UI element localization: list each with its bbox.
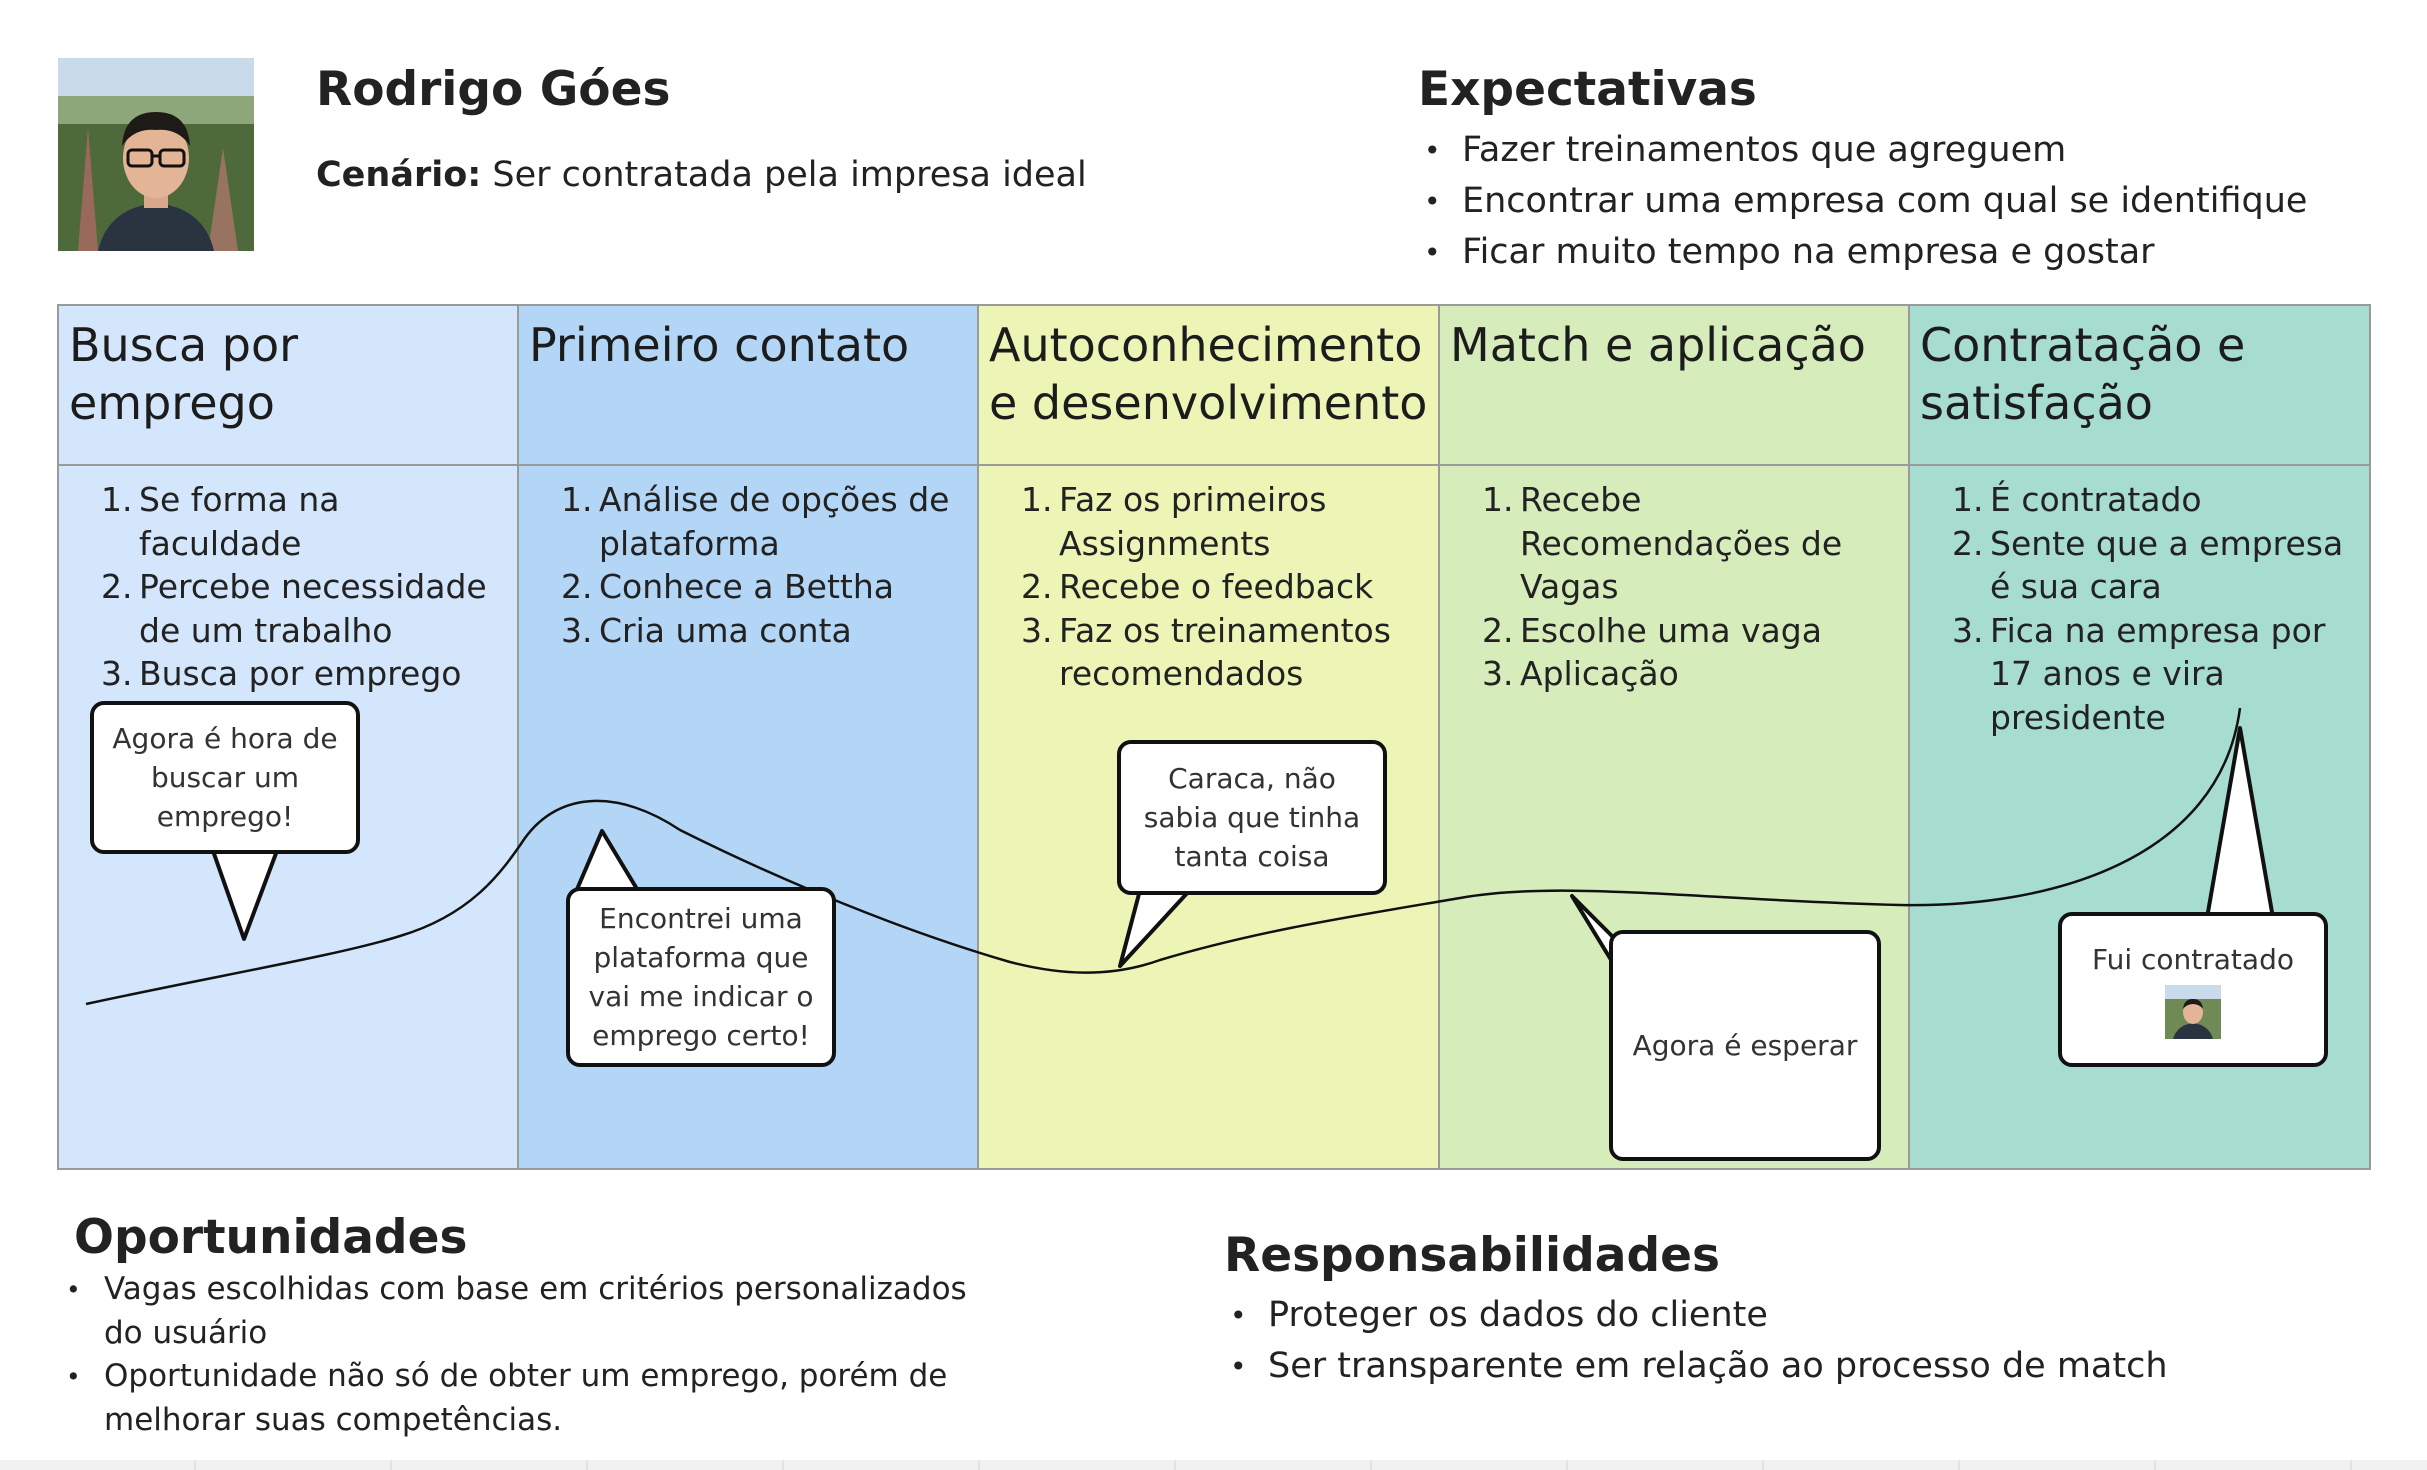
responsibility-item: Ser transparente em relação ao processo … [1224,1341,2374,1392]
balloon-text: Fui contratado [2092,943,2294,976]
speech-balloon-hired: Fui contratado [2058,912,2328,1067]
stage-step: Aplicação [1482,652,1679,695]
opportunities-list: Vagas escolhidas com base em critérios p… [60,1268,980,1442]
stage-title: Busca por emprego [59,306,517,466]
persona-photo [58,58,254,251]
expectations-list: Fazer treinamentos que agreguem Encontra… [1418,125,2418,278]
opportunity-item: Oportunidade não só de obter um emprego,… [60,1355,980,1442]
stage-steps: É contratado Sente que a empresa é sua c… [1910,478,2369,739]
stage-step: Fica na empresa por 17 anos e vira presi… [1952,609,2326,737]
balloon-tail [210,846,280,941]
stage-steps: Faz os primeiros Assignments Recebe o fe… [979,478,1438,696]
expectation-item: Fazer treinamentos que agreguem [1418,125,2418,176]
stage-title: Primeiro contato [519,306,977,466]
stage-title: Autoconhecimento e desenvolvimento [979,306,1438,466]
opportunities-title: Oportunidades [74,1210,468,1265]
stage-step: Busca por emprego [101,652,462,695]
stage-step: Escolhe uma vaga [1482,609,1822,652]
balloon-tail [2205,726,2275,920]
stage-steps: Se forma na faculdade Percebe necessidad… [59,478,517,696]
stage-steps: Recebe Recomendações de Vagas Escolhe um… [1440,478,1908,696]
stage-step: Sente que a empresa é sua cara [1952,522,2344,607]
responsibilities-title: Responsabilidades [1224,1228,1720,1283]
expectation-item: Encontrar uma empresa com qual se identi… [1418,176,2418,227]
stage-autoconhecimento: Autoconhecimento e desenvolvimento Faz o… [977,304,1440,1170]
speech-balloon: Encontrei uma plataforma que vai me indi… [566,887,836,1067]
persona-photo-illustration [58,58,254,251]
stage-step: Faz os primeiros Assignments [1021,478,1327,563]
stage-step: É contratado [1952,478,2202,521]
stage-step: Recebe o feedback [1021,565,1374,608]
emotion-curve [85,707,2242,1006]
expectation-item: Ficar muito tempo na empresa e gostar [1418,227,2418,278]
stage-title: Match e aplicação [1440,306,1908,466]
expectations-title: Expectativas [1418,62,1757,117]
stage-steps: Análise de opções de plataforma Conhece … [519,478,977,652]
stage-step: Recebe Recomendações de Vagas [1482,478,1843,606]
stage-step: Se forma na faculdade [101,478,340,563]
stage-step: Cria uma conta [561,609,852,652]
stage-step: Percebe necessidade de um trabalho [101,565,487,650]
speech-balloon: Caraca, não sabia que tinha tanta coisa [1117,740,1387,895]
stage-step: Conhece a Bettha [561,565,894,608]
scenario-label: Cenário: [316,155,482,195]
speech-balloon: Agora é hora de buscar um emprego! [90,701,360,854]
stage-step: Faz os treinamentos recomendados [1021,609,1391,694]
persona-name: Rodrigo Góes [316,62,671,117]
canvas-bottom-edge [0,1460,2427,1470]
balloon-tail [573,829,642,896]
persona-thumbnail-icon [2165,985,2221,1039]
opportunity-item: Vagas escolhidas com base em critérios p… [60,1268,980,1355]
responsibilities-list: Proteger os dados do cliente Ser transpa… [1224,1290,2374,1392]
stage-step: Análise de opções de plataforma [561,478,950,563]
stage-title: Contratação e satisfação [1910,306,2369,466]
scenario-text: Ser contratada pela impresa ideal [492,155,1087,195]
responsibility-item: Proteger os dados do cliente [1224,1290,2374,1341]
speech-balloon: Agora é esperar [1609,930,1881,1161]
persona-scenario: Cenário: Ser contratada pela impresa ide… [316,155,1087,195]
